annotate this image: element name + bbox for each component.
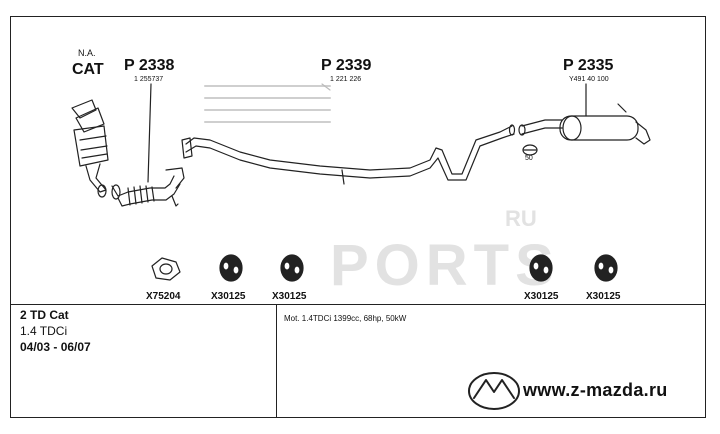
model-years: 04/03 - 06/07 <box>20 340 91 354</box>
table-column-divider <box>276 304 277 418</box>
model-name: 2 TD Cat <box>20 308 69 322</box>
clamp-icon <box>522 144 538 156</box>
middle-pipe-icon <box>181 83 516 185</box>
part-code-1: X75204 <box>146 291 181 302</box>
rear-silencer-icon <box>518 83 651 145</box>
diagram-frame <box>10 16 706 418</box>
catalytic-converter-icon <box>71 99 109 198</box>
rubber-hanger-icon-3 <box>529 254 553 282</box>
rubber-hanger-icon-4 <box>594 254 618 282</box>
part-code-4: X30125 <box>524 291 559 302</box>
decorative-lines <box>204 85 331 123</box>
cat-label: CAT <box>72 61 104 78</box>
front-pipe-icon <box>111 167 185 207</box>
section-code-3: P 2335 <box>563 57 614 74</box>
watermark-suffix: RU <box>505 206 537 231</box>
gasket-icon <box>151 257 181 281</box>
model-engine: 1.4 TDCi <box>20 324 68 338</box>
part-code-3: X30125 <box>272 291 307 302</box>
watermark-text: PORTS <box>330 233 560 298</box>
rubber-hanger-icon-1 <box>219 254 243 282</box>
part-code-5: X30125 <box>586 291 621 302</box>
section-oem-3: Y491 40 100 <box>569 76 609 83</box>
rubber-hanger-icon-2 <box>280 254 304 282</box>
part-code-2: X30125 <box>211 291 246 302</box>
table-divider <box>10 304 706 305</box>
cat-na-label: N.A. <box>78 48 96 58</box>
mazda-logo-icon <box>468 372 520 410</box>
footer-url[interactable]: www.z-mazda.ru <box>523 380 668 400</box>
leader-p2338 <box>147 83 152 183</box>
section-oem-1: 1 255737 <box>134 76 164 83</box>
section-code-2: P 2339 <box>321 57 372 74</box>
section-oem-2: 1 221 226 <box>330 76 362 83</box>
engine-spec: Mot. 1.4TDCi 1399cc, 68hp, 50kW <box>284 314 407 323</box>
callout-number: 50 <box>525 155 533 162</box>
section-code-1: P 2338 <box>124 57 175 74</box>
